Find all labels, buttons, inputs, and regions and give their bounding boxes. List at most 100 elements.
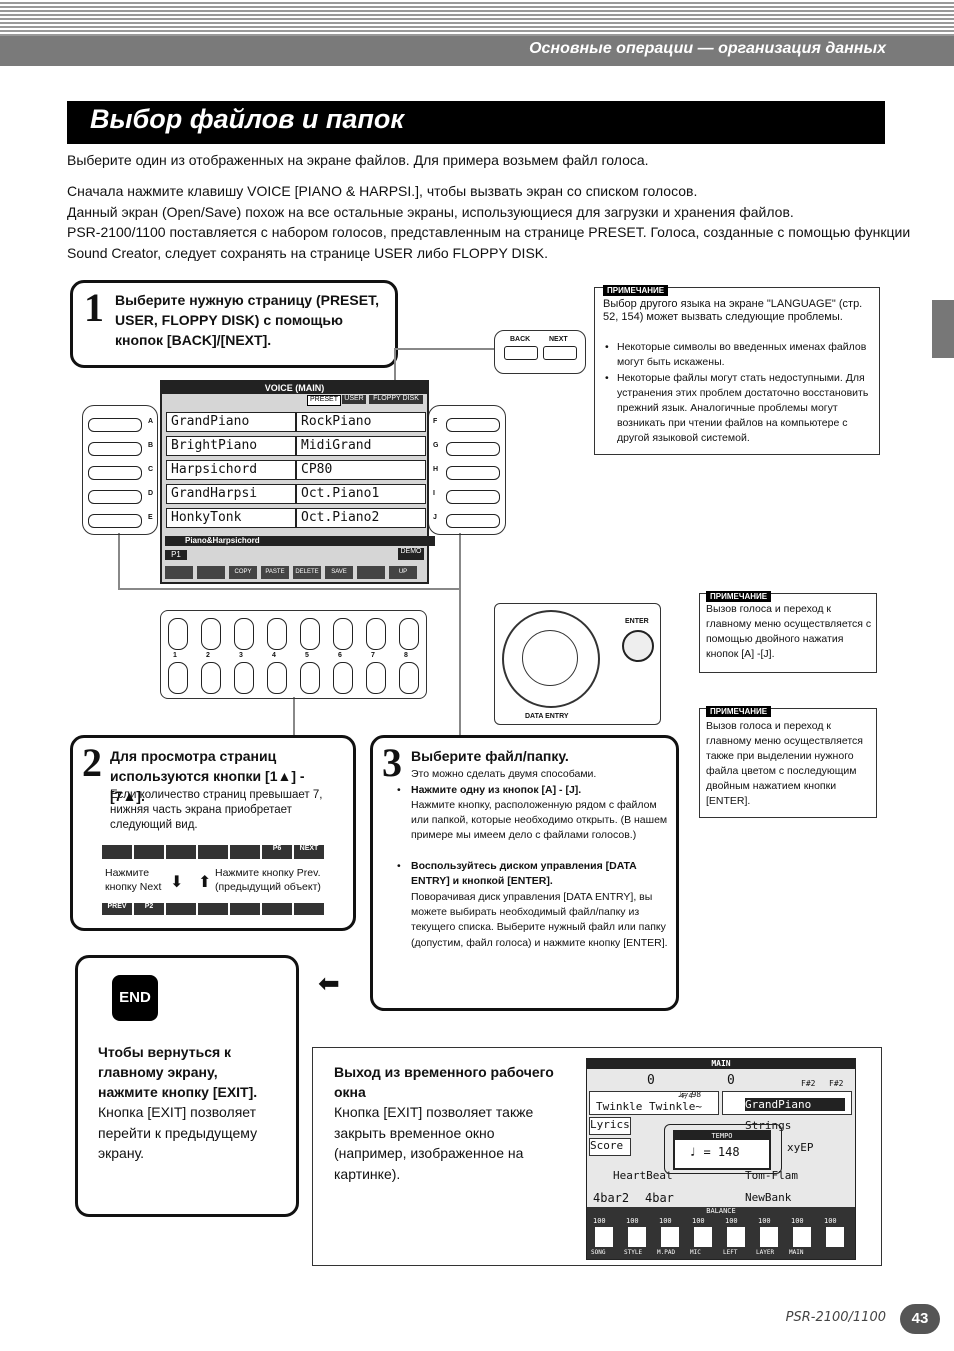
lcd-function-button[interactable] bbox=[165, 566, 193, 579]
slider-down-button-6[interactable] bbox=[333, 662, 353, 694]
slider-down-button-7[interactable] bbox=[366, 662, 386, 694]
tab-floppy[interactable]: FLOPPY DISK bbox=[369, 395, 423, 404]
style-name[interactable]: HeartBeat bbox=[613, 1169, 673, 1182]
slider-up-button-3[interactable] bbox=[234, 618, 254, 650]
balance-fader[interactable] bbox=[727, 1227, 745, 1247]
voice-item[interactable]: BrightPiano bbox=[166, 436, 296, 456]
page-bar-button[interactable]: PREV bbox=[102, 903, 132, 915]
voice-item[interactable]: MidiGrand bbox=[296, 436, 426, 456]
voice-item[interactable]: HonkyTonk bbox=[166, 508, 296, 528]
page-bar-button[interactable] bbox=[166, 845, 196, 859]
song-name[interactable]: Twinkle Twinkle~ bbox=[596, 1100, 702, 1113]
slider-up-button-5[interactable] bbox=[300, 618, 320, 650]
voice-item[interactable]: Oct.Piano2 bbox=[296, 508, 426, 528]
side-button-h[interactable] bbox=[446, 466, 500, 480]
slider-up-button-4[interactable] bbox=[267, 618, 287, 650]
balance-fader[interactable] bbox=[595, 1227, 613, 1247]
page-bar-button[interactable] bbox=[262, 903, 292, 915]
voice-item[interactable]: RockPiano bbox=[296, 412, 426, 432]
side-button-g[interactable] bbox=[446, 442, 500, 456]
intro-value: 4bar2 bbox=[593, 1191, 630, 1205]
slider-down-button-3[interactable] bbox=[234, 662, 254, 694]
voice-item[interactable]: GrandHarpsi bbox=[166, 484, 296, 504]
page-bar-button[interactable]: NEXT bbox=[294, 845, 324, 859]
page-bar-button[interactable] bbox=[134, 845, 164, 859]
voice-item[interactable]: Oct.Piano1 bbox=[296, 484, 426, 504]
score-button[interactable]: Score bbox=[589, 1138, 631, 1156]
step2-number: 2 bbox=[82, 740, 102, 785]
lcd-function-button[interactable]: SAVE bbox=[325, 566, 353, 579]
balance-label: BALANCE bbox=[706, 1207, 736, 1215]
demo-button[interactable]: DEMO bbox=[398, 548, 424, 560]
voice-left[interactable]: xyEP bbox=[787, 1141, 814, 1154]
lcd-function-button[interactable] bbox=[357, 566, 385, 579]
slider-up-button-8[interactable] bbox=[399, 618, 419, 650]
balance-fader[interactable] bbox=[694, 1227, 712, 1247]
step1-text: Выберите нужную страницу (PRESET, USER, … bbox=[115, 292, 379, 348]
end-bold: Чтобы вернуться к главному экрану, нажми… bbox=[98, 1044, 258, 1100]
side-button-j[interactable] bbox=[446, 514, 500, 528]
page-bar-button[interactable] bbox=[294, 903, 324, 915]
side-button-b[interactable] bbox=[88, 442, 142, 456]
slider-up-button-7[interactable] bbox=[366, 618, 386, 650]
balance-fader[interactable] bbox=[661, 1227, 679, 1247]
next-button[interactable] bbox=[543, 346, 577, 360]
slider-down-button-4[interactable] bbox=[267, 662, 287, 694]
lcd-function-button[interactable]: PASTE bbox=[261, 566, 289, 579]
side-button-e[interactable] bbox=[88, 514, 142, 528]
octave-value: 0 bbox=[727, 1073, 735, 1088]
tempo-window: TEMPO ♩ = 148 bbox=[673, 1130, 771, 1170]
page-bar-button[interactable] bbox=[198, 845, 228, 859]
slider-down-button-2[interactable] bbox=[201, 662, 221, 694]
balance-fader[interactable] bbox=[760, 1227, 778, 1247]
registration-bank[interactable]: NewBank bbox=[745, 1191, 792, 1204]
data-entry-dial[interactable] bbox=[502, 610, 600, 708]
page-bar-button[interactable]: P6 bbox=[262, 845, 292, 859]
voice-main[interactable]: GrandPiano bbox=[745, 1098, 845, 1111]
slider-down-button-5[interactable] bbox=[300, 662, 320, 694]
side-button-a[interactable] bbox=[88, 418, 142, 432]
slider-up-button-1[interactable] bbox=[168, 618, 188, 650]
lcd-function-button[interactable] bbox=[197, 566, 225, 579]
page-bar-button[interactable] bbox=[198, 903, 228, 915]
page-number: 43 bbox=[900, 1304, 940, 1334]
slider-down-button-8[interactable] bbox=[399, 662, 419, 694]
page-bar-button[interactable] bbox=[102, 845, 132, 859]
tab-user[interactable]: USER bbox=[342, 395, 366, 404]
slider-down-button-1[interactable] bbox=[168, 662, 188, 694]
lcd-function-button[interactable]: UP bbox=[389, 566, 417, 579]
side-button-c[interactable] bbox=[88, 466, 142, 480]
multipad-name[interactable]: Tom-Flam bbox=[745, 1169, 798, 1182]
side-button-f[interactable] bbox=[446, 418, 500, 432]
step3-b2-body: Поворачивая диск управления [DATA ENTRY]… bbox=[411, 891, 668, 949]
song-meter: 4/4 bbox=[680, 1092, 693, 1100]
slider-number: 2 bbox=[206, 652, 210, 659]
voice-item[interactable]: Harpsichord bbox=[166, 460, 296, 480]
enter-button[interactable] bbox=[622, 630, 654, 662]
note-3: ПРИМЕЧАНИЕ Вызов голоса и переход к глав… bbox=[699, 706, 877, 818]
tab-preset[interactable]: PRESET bbox=[307, 395, 341, 406]
side-button-i[interactable] bbox=[446, 490, 500, 504]
lcd-function-button[interactable]: COPY bbox=[229, 566, 257, 579]
lcd-function-button[interactable]: DELETE bbox=[293, 566, 321, 579]
page-bar-button[interactable]: P2 bbox=[134, 903, 164, 915]
voice-item[interactable]: CP80 bbox=[296, 460, 426, 480]
slider-up-button-2[interactable] bbox=[201, 618, 221, 650]
next-label: NEXT bbox=[549, 336, 568, 343]
slider-up-button-6[interactable] bbox=[333, 618, 353, 650]
page-bar-button[interactable] bbox=[230, 903, 260, 915]
balance-fader[interactable] bbox=[628, 1227, 646, 1247]
back-button[interactable] bbox=[504, 346, 538, 360]
slider-number: 7 bbox=[371, 652, 375, 659]
side-letter: I bbox=[433, 490, 435, 497]
balance-fader[interactable] bbox=[826, 1227, 844, 1247]
balance-fader[interactable] bbox=[793, 1227, 811, 1247]
voice-item[interactable]: GrandPiano bbox=[166, 412, 296, 432]
page-p1[interactable]: P1 bbox=[165, 550, 187, 560]
page-bar-button[interactable] bbox=[166, 903, 196, 915]
lyrics-button[interactable]: Lyrics bbox=[589, 1117, 631, 1135]
side-button-d[interactable] bbox=[88, 490, 142, 504]
intro-line-4: PSR-2100/1100 поставляется с набором гол… bbox=[67, 224, 911, 240]
page-bar-button[interactable] bbox=[230, 845, 260, 859]
left-buttons-panel bbox=[82, 405, 158, 535]
